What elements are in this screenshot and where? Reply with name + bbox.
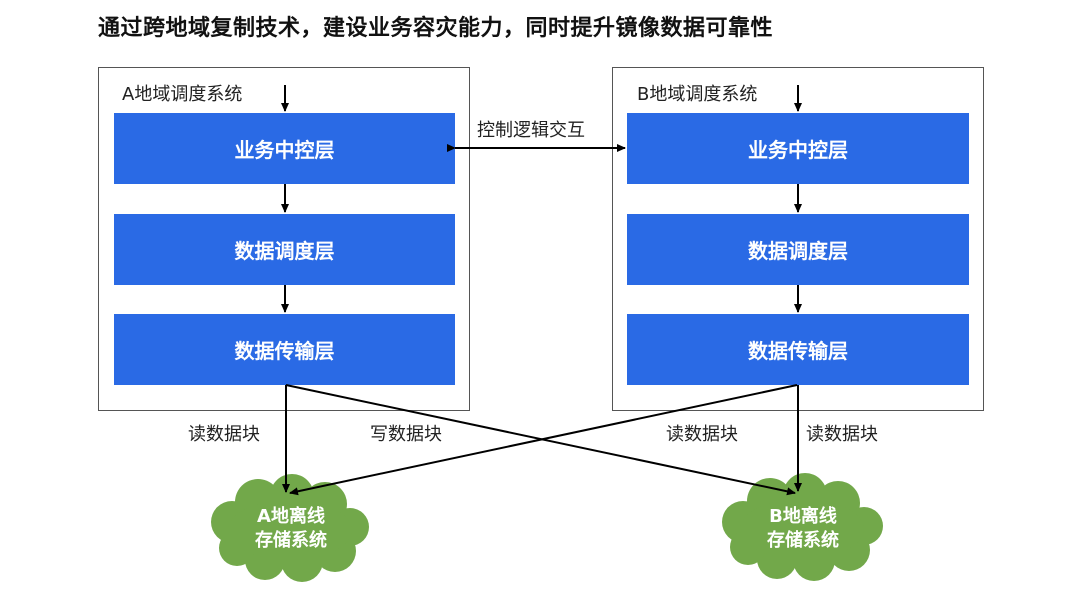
system-b-label: B地域调度系统 <box>637 84 758 105</box>
system-a-business-control-layer: 业务中控层 <box>114 113 455 184</box>
storage-b-line1: B地离线 <box>769 506 837 527</box>
storage-a-line2: 存储系统 <box>255 530 327 551</box>
storage-a-line1: A地离线 <box>257 506 325 527</box>
system-a-data-scheduling-layer: 数据调度层 <box>114 214 455 285</box>
system-b-data-transfer-layer: 数据传输层 <box>627 314 969 385</box>
storage-a-label: A地离线 存储系统 <box>239 505 343 553</box>
b-cross-read-arrow <box>289 384 798 496</box>
system-b-business-control-layer: 业务中控层 <box>627 113 969 184</box>
system-a-label: A地域调度系统 <box>122 84 243 105</box>
a-read-label: 读数据块 <box>188 424 260 445</box>
cloud-icon-b <box>722 473 883 581</box>
system-b-data-scheduling-layer: 数据调度层 <box>627 214 969 285</box>
storage-b-label: B地离线 存储系统 <box>751 505 855 553</box>
b-cross-read-label: 读数据块 <box>666 424 738 445</box>
control-logic-label: 控制逻辑交互 <box>477 120 585 141</box>
b-read-label: 读数据块 <box>806 424 878 445</box>
a-write-label: 写数据块 <box>370 424 442 445</box>
cloud-icon-a <box>211 474 369 582</box>
diagram-title: 通过跨地域复制技术，建设业务容灾能力，同时提升镜像数据可靠性 <box>98 16 774 41</box>
system-a-data-transfer-layer: 数据传输层 <box>114 314 455 385</box>
storage-b-line2: 存储系统 <box>767 530 839 551</box>
